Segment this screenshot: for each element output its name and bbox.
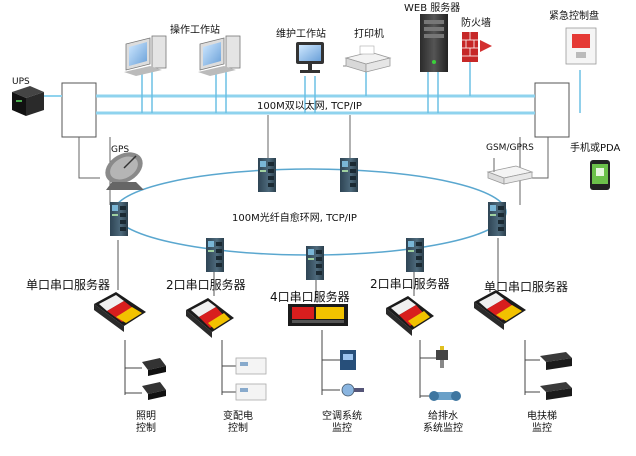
serial-servers [94, 290, 526, 338]
hvac-controller-icon [340, 350, 364, 397]
firewall-icon [462, 32, 492, 62]
switch-icon [306, 246, 324, 280]
server-uplinks [117, 238, 499, 302]
server-label: 单口串口服务器 [26, 278, 111, 292]
server-label: 2口串口服务器 [370, 277, 450, 291]
ups-icon [12, 86, 44, 116]
power-meter-icon [235, 357, 267, 401]
gps-dish-icon [105, 152, 144, 190]
switch-icon [488, 202, 506, 236]
printer-label: 打印机 [354, 29, 384, 40]
serial-server-icon [94, 292, 146, 332]
alarm-panel-icon [565, 27, 597, 65]
device-label: 照明 控制 [136, 411, 156, 434]
emergency-panel-label: 紧急控制盘 [549, 11, 599, 22]
server-label: 2口串口服务器 [166, 278, 246, 292]
serial-server-icon [186, 298, 234, 338]
ethernet-label: 100M双以太网, TCP/IP [257, 101, 362, 112]
sensor-icon [429, 346, 461, 401]
device-label: 电扶梯 监控 [527, 411, 557, 434]
switch-icon [340, 158, 358, 192]
gsm-gprs-label: GSM/GPRS [486, 143, 534, 153]
firewall-label: 防火墙 [461, 18, 491, 29]
phone-icon [590, 160, 610, 190]
server-tower-icon [420, 14, 448, 72]
server-label: 单口串口服务器 [484, 280, 569, 294]
left-connector-box [61, 82, 97, 138]
mobile-pda-label: 手机或PDA [570, 143, 621, 154]
serial-server-icon [386, 296, 434, 336]
gps-label: GPS [111, 145, 130, 155]
bus-drops [141, 60, 581, 113]
elevator-controller-icon [540, 352, 572, 400]
field-devices [142, 346, 572, 401]
serial-server-icon [288, 304, 348, 326]
device-label: 给排水 系统监控 [423, 411, 463, 434]
switch-icon [258, 158, 276, 192]
field-wiring [124, 330, 540, 398]
ring-switches [110, 158, 506, 280]
web-server-label: WEB 服务器 [404, 3, 461, 14]
uplink-lines [78, 115, 549, 205]
maintenance-station-label: 维护工作站 [276, 29, 326, 40]
ups-label: UPS [12, 77, 30, 87]
fiber-ring [113, 168, 507, 256]
switch-icon [406, 238, 424, 272]
switch-icon [206, 238, 224, 272]
right-connector-box [534, 82, 570, 138]
serial-server-icon [474, 290, 526, 330]
workstation-icon [124, 35, 167, 76]
operator-station-label: 操作工作站 [170, 25, 220, 36]
server-label: 4口串口服务器 [270, 290, 350, 304]
device-label: 空调系统 监控 [322, 411, 362, 434]
printer-icon [344, 45, 392, 73]
workstation-icon [198, 35, 241, 76]
light-control-icon [142, 358, 166, 400]
router-icon [486, 158, 534, 185]
ring-label: 100M光纤自愈环网, TCP/IP [232, 213, 357, 224]
monitor-icon [296, 42, 324, 73]
device-label: 变配电 控制 [223, 411, 253, 434]
switch-icon [110, 202, 128, 236]
